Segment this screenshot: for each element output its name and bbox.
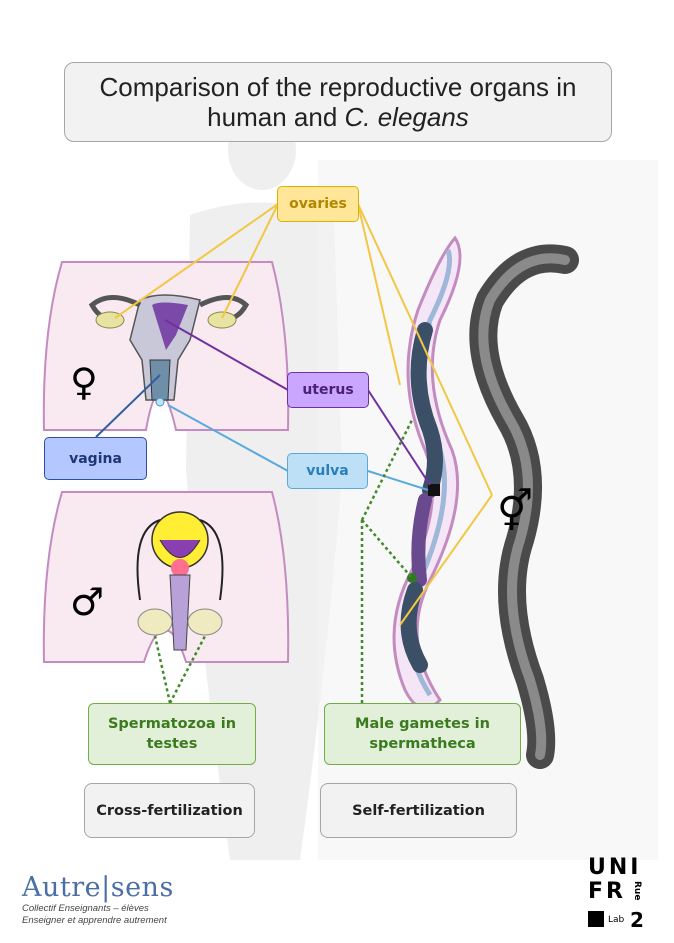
lab-square bbox=[588, 911, 604, 927]
worm-micrograph bbox=[469, 244, 579, 769]
male-symbol: ♂ bbox=[70, 580, 104, 624]
vagina-connector bbox=[95, 374, 161, 438]
vagina-label: vagina bbox=[44, 437, 147, 480]
male-gametes-label: Male gametes in spermatheca bbox=[324, 703, 521, 765]
male-gametes-line-1: Male gametes in bbox=[355, 716, 490, 732]
uterus-label: uterus bbox=[287, 372, 369, 408]
uterus-illustration bbox=[88, 294, 250, 407]
unifr-line-2: FR bbox=[588, 879, 626, 904]
ovaries-label: ovaries bbox=[277, 186, 359, 222]
autresens-tagline-2: Enseigner et apprendre autrement bbox=[22, 915, 167, 926]
title-line-2-plain: human and bbox=[207, 102, 345, 132]
hermaphrodite-symbol: ⚥ bbox=[497, 488, 533, 535]
title-species: C. elegans bbox=[344, 102, 469, 132]
title-line-2: human and C. elegans bbox=[207, 102, 469, 132]
male-organs-illustration bbox=[136, 511, 224, 651]
autresens-logo: Autre|sens Collectif Enseignants – élève… bbox=[22, 872, 222, 927]
gamete-connectors bbox=[153, 419, 414, 704]
spermatozoa-testes-label: Spermatozoa in testes bbox=[88, 703, 256, 765]
spermatozoa-line-2: testes bbox=[146, 736, 198, 752]
spermatozoa-line-1: Spermatozoa in bbox=[107, 716, 237, 732]
rue-text: Rue bbox=[632, 881, 642, 901]
unifr-line-1: UNI bbox=[588, 855, 642, 880]
vulva-label: vulva bbox=[287, 453, 368, 489]
page-title: Comparison of the reproductive organs in… bbox=[64, 62, 612, 142]
female-symbol: ♀ bbox=[70, 360, 98, 404]
cross-fertilization-label: Cross-fertilization bbox=[84, 783, 255, 838]
vulva-connectors bbox=[167, 404, 429, 491]
autresens-wordmark: Autre|sens bbox=[22, 872, 174, 903]
ovaries-connectors bbox=[114, 203, 493, 626]
self-fertilization-label: Self-fertilization bbox=[320, 783, 517, 838]
male-gametes-line-2: spermatheca bbox=[369, 736, 476, 752]
autresens-tagline-1: Collectif Enseignants – élèves bbox=[22, 903, 149, 914]
lab-text: Lab bbox=[608, 915, 625, 925]
unifr-ruelab-logo: UNI FR Rue Lab 2 bbox=[588, 857, 650, 931]
uterus-connectors bbox=[164, 319, 431, 486]
lab-number: 2 bbox=[630, 908, 647, 932]
title-line-1: Comparison of the reproductive organs in bbox=[99, 72, 577, 102]
